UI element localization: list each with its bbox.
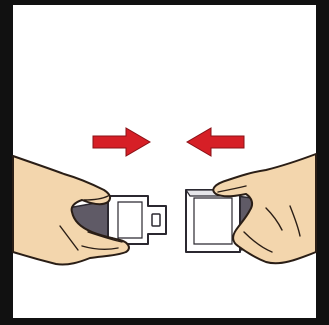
arrow-right-icon (93, 128, 150, 156)
latch-plate-icon (108, 196, 166, 244)
frame-border-top (0, 0, 329, 5)
frame-border-bottom (0, 318, 329, 325)
arrow-left-icon (187, 128, 244, 156)
buckle-icon (186, 190, 240, 252)
frame-border-left (0, 0, 13, 325)
frame-border-right (316, 0, 329, 325)
